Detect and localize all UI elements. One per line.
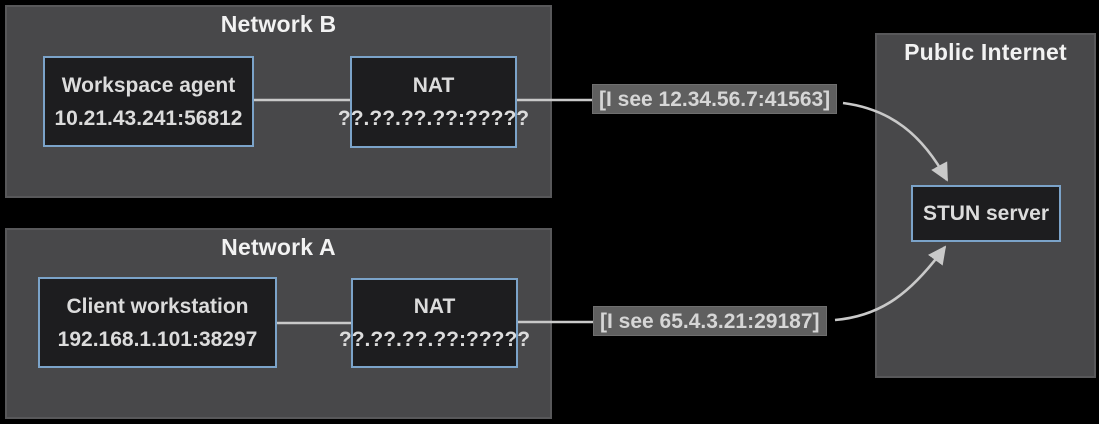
- workspace-agent-name: Workspace agent: [61, 73, 236, 97]
- stun-server-label: STUN server: [922, 202, 1050, 225]
- network-b-nat-address: ??.??.??.??:?????: [337, 107, 530, 130]
- observed-address-label-b: [I see 12.34.56.7:41563]: [592, 84, 838, 114]
- network-b-nat-name: NAT: [412, 74, 455, 97]
- client-workstation-node: Client workstation 192.168.1.101:38297: [38, 277, 277, 368]
- network-a-title: Network A: [221, 234, 336, 260]
- network-a-nat-name: NAT: [413, 295, 456, 318]
- observed-address-label-a: [I see 65.4.3.21:29187]: [593, 306, 827, 336]
- client-workstation-name: Client workstation: [66, 294, 249, 318]
- network-a-nat-address: ??.??.??.??:?????: [338, 328, 531, 351]
- network-b-title: Network B: [220, 11, 337, 37]
- network-a-nat-node: NAT ??.??.??.??:?????: [339, 278, 530, 368]
- network-b-nat-node: NAT ??.??.??.??:?????: [338, 56, 529, 148]
- workspace-agent-address: 10.21.43.241:56812: [54, 106, 243, 130]
- public-internet-title: Public Internet: [904, 39, 1067, 65]
- stun-server-node: STUN server: [911, 185, 1061, 242]
- workspace-agent-node: Workspace agent 10.21.43.241:56812: [43, 56, 254, 147]
- client-workstation-address: 192.168.1.101:38297: [57, 327, 258, 351]
